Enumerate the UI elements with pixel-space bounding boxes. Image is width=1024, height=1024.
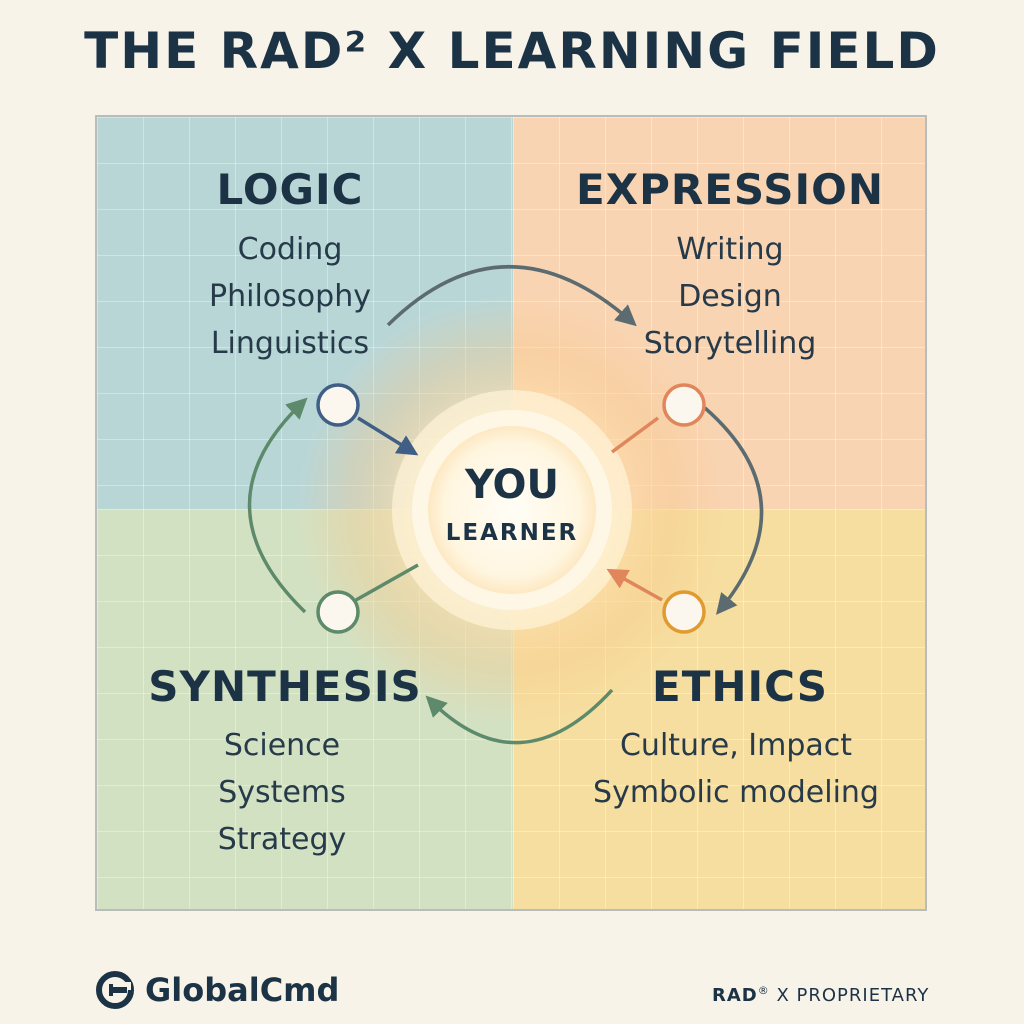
list-item: Design <box>678 279 782 314</box>
quadrant-title-ethics: ETHICS <box>652 662 828 711</box>
quadrant-items-logic: Coding Philosophy Linguistics <box>170 226 410 367</box>
list-item: Philosophy <box>209 279 371 314</box>
node-expression <box>662 383 706 427</box>
spoke-logic <box>357 416 419 456</box>
center-title: YOU <box>464 462 560 508</box>
tag-registered: ® <box>757 984 770 997</box>
list-item: Linguistics <box>210 326 370 361</box>
center-core <box>428 426 596 594</box>
quadrant-title-expression: EXPRESSION <box>576 165 884 214</box>
list-item: Coding <box>237 232 343 267</box>
quadrant-title-logic: LOGIC <box>216 165 364 214</box>
list-item: Culture, Impact <box>619 728 853 763</box>
quadrant-items-synthesis: Science Systems Strategy <box>162 722 402 863</box>
brand: GlobalCmd <box>95 968 339 1012</box>
arc-expression-to-ethics <box>703 406 764 615</box>
node-logic <box>316 383 360 427</box>
proprietary-tag: RAD® X PROPRIETARY <box>712 984 932 1006</box>
list-item: Symbolic modeling <box>593 775 879 810</box>
brand-name: GlobalCmd <box>145 971 340 1009</box>
list-item: Storytelling <box>643 326 817 361</box>
globalcmd-logo-icon <box>96 971 134 1009</box>
list-item: Systems <box>218 775 346 810</box>
spoke-synthesis <box>355 563 419 602</box>
page-title: THE RAD² X LEARNING FIELD <box>84 22 940 80</box>
list-item: Strategy <box>217 822 347 857</box>
list-item: Writing <box>676 232 784 267</box>
spoke-expression <box>610 416 660 454</box>
arc-synthesis-to-logic <box>247 397 308 614</box>
quadrant-items-ethics: Culture, Impact Symbolic modeling <box>580 722 892 816</box>
tag-bold: RAD <box>712 985 758 1006</box>
quadrant-items-expression: Writing Design Storytelling <box>610 226 850 367</box>
spoke-ethics <box>606 568 663 602</box>
center-subtitle: LEARNER <box>445 520 579 546</box>
arc-ethics-to-synthesis <box>425 688 614 745</box>
tag-rest: X PROPRIETARY <box>769 985 930 1006</box>
arc-logic-to-expression <box>386 265 637 327</box>
node-synthesis <box>316 590 360 634</box>
list-item: Science <box>223 728 341 763</box>
node-ethics <box>662 590 706 634</box>
quadrant-title-synthesis: SYNTHESIS <box>148 662 422 711</box>
